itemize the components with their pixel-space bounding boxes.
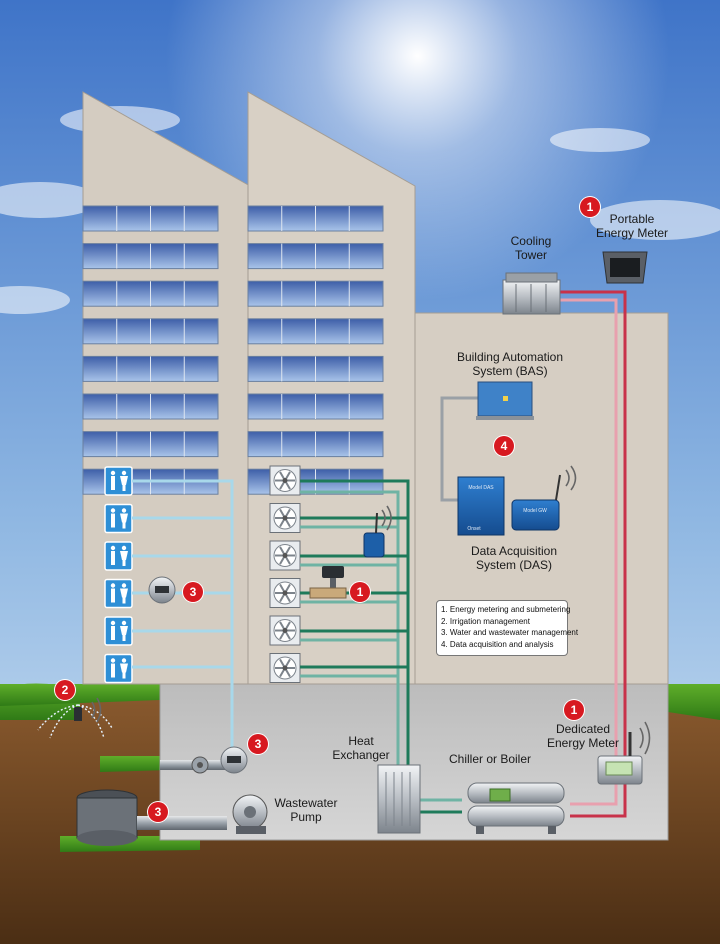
label-cooling-tower: Cooling Tower: [496, 234, 566, 262]
windows: [82, 205, 384, 495]
das-gateway-model: Model GW: [523, 508, 547, 514]
restroom-icon: [104, 616, 133, 646]
bas-screen: [476, 381, 534, 420]
badge-irrigation: 2: [55, 680, 75, 700]
label-chiller: Chiller or Boiler: [448, 752, 532, 766]
badge-portable-meter: 1: [580, 197, 600, 217]
label-das: Data Acquisition System (DAS): [454, 544, 574, 572]
legend-item-2: 2. Irrigation management: [441, 616, 530, 626]
badge-valve: 1: [350, 582, 370, 602]
label-dedicated-meter: Dedicated Energy Meter: [528, 722, 638, 750]
label-dedicated-line2: Energy Meter: [546, 736, 620, 750]
legend: 1. Energy metering and submetering 2. Ir…: [436, 600, 579, 656]
dedicated-meter-device: [597, 721, 651, 785]
label-heat-exchanger: Heat Exchanger: [326, 734, 396, 762]
cooling-tower: [502, 272, 561, 315]
label-wastewater-pump: Wastewater Pump: [266, 796, 346, 824]
grass-strip: [0, 684, 160, 706]
label-cooling-line1: Cooling: [510, 234, 552, 248]
label-bas-line2: System (BAS): [472, 364, 548, 378]
label-bas-line1: Building Automation: [456, 350, 564, 364]
sprinkler: [37, 697, 113, 739]
wireless-sensor: [363, 505, 392, 558]
wastewater-tank: [76, 789, 138, 846]
restroom-water-meter: [148, 576, 176, 604]
label-dedicated-line1: Dedicated: [555, 722, 611, 736]
label-heat-line1: Heat: [348, 734, 374, 748]
restroom-icon: [104, 466, 133, 496]
restroom-icon: [104, 541, 133, 571]
label-heat-line2: Exchanger: [332, 748, 390, 762]
label-wastewater-line2: Pump: [290, 810, 322, 824]
grass-right: [660, 684, 720, 720]
das-unit-brand: Onset: [467, 526, 481, 532]
restrooms: [104, 466, 133, 684]
restroom-icon: [104, 653, 133, 684]
legend-item-3: 3. Water and wastewater management: [441, 628, 579, 637]
heat-exchanger: [377, 764, 421, 834]
label-portable-line1: Portable: [609, 212, 655, 226]
legend-item-1: 1. Energy metering and submetering: [441, 605, 571, 614]
grass-ledge: [100, 756, 170, 772]
label-das-line1: Data Acquisition: [470, 544, 558, 558]
badge-dedicated-meter: 1: [564, 700, 584, 720]
condenser-pipes: [560, 290, 627, 818]
das-logger: Model DAS Onset: [457, 476, 505, 536]
badge-das: 4: [494, 436, 514, 456]
badge-wastewater: 3: [148, 802, 168, 822]
restroom-icon: [104, 578, 133, 609]
badge-restroom-meter: 3: [183, 582, 203, 602]
water-main: [160, 746, 248, 774]
chiller: [467, 782, 565, 834]
label-portable-line2: Energy Meter: [595, 226, 669, 240]
badge-water-meter: 3: [248, 734, 268, 754]
legend-item-4: 4. Data acquisition and analysis: [441, 639, 554, 649]
label-cooling-line2: Tower: [514, 248, 547, 262]
wastewater-pump: [232, 794, 268, 834]
label-wastewater-line1: Wastewater: [274, 796, 338, 810]
label-bas: Building Automation System (BAS): [440, 350, 580, 378]
bas-das-link: [440, 396, 478, 502]
water-lines: [132, 479, 234, 760]
restroom-icon: [104, 503, 133, 534]
das-gateway: Model GW: [511, 465, 577, 531]
label-portable-meter: Portable Energy Meter: [582, 212, 682, 240]
label-das-line2: System (DAS): [475, 558, 552, 572]
hvac-fans: [269, 465, 301, 683]
flow-valve: [309, 566, 347, 599]
portable-meter-device: [602, 251, 648, 284]
das-unit-model: Model DAS: [468, 485, 494, 491]
